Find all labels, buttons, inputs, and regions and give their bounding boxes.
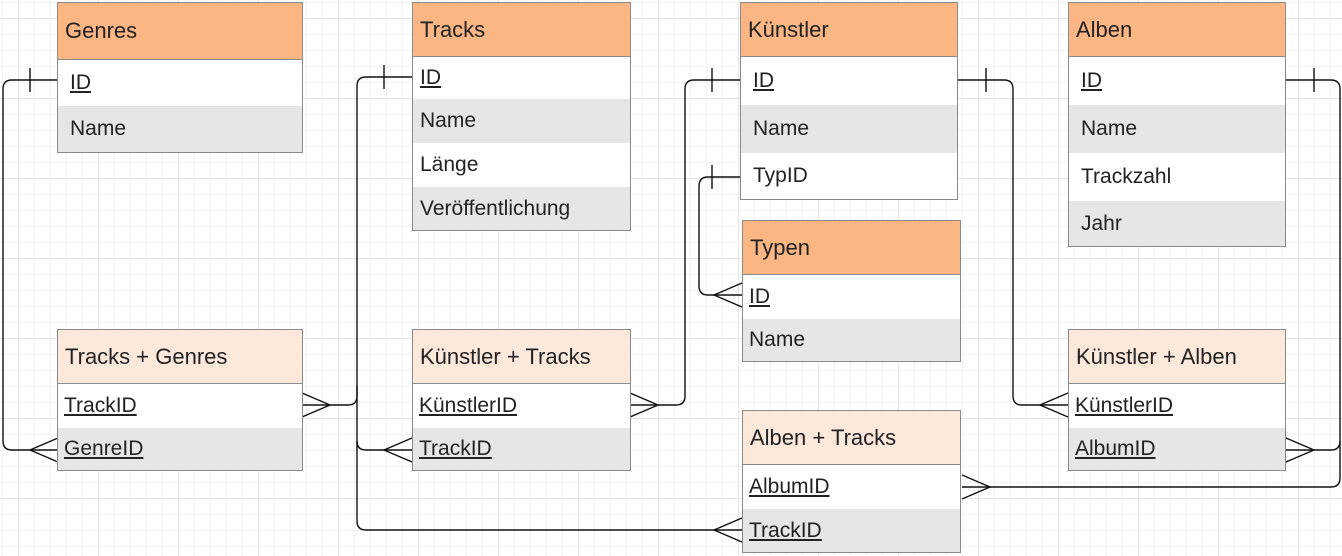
many-marker-typen-id (712, 282, 743, 308)
field-kuenstlerid: KünstlerID (1075, 394, 1174, 417)
many-marker-albentracks-trackid (712, 517, 743, 543)
field-kuenstlerid: KünstlerID (419, 394, 518, 417)
field-id: ID (749, 285, 770, 308)
many-marker-kuenstleralben-kuenstlerid (1038, 392, 1069, 418)
entity-title: Künstler + Alben (1069, 330, 1285, 384)
entity-kuenstler-tracks[interactable]: Künstler + Tracks KünstlerID TrackID (412, 329, 631, 471)
field-id: ID (753, 69, 774, 92)
field-id: ID (1081, 69, 1102, 92)
field-name: Name (1069, 105, 1285, 153)
many-marker-trackgenres-trackid (301, 392, 332, 418)
entity-title: Tracks + Genres (58, 330, 302, 384)
field-albumid: AlbumID (1069, 428, 1285, 470)
link-tracks-albentracks (356, 441, 742, 531)
field-trackid: TrackID (743, 509, 960, 552)
field-id: ID (420, 66, 441, 89)
field-veroeffentlichung: Veröffentlichung (413, 187, 630, 230)
many-marker-trackgenres-genreid (28, 437, 59, 463)
link-alben-kuenstleralben (1286, 79, 1341, 451)
link-kuenstler-kuenstleralben (958, 79, 1068, 406)
many-marker-albentracks-albumid (961, 474, 992, 500)
field-name: Name (741, 105, 957, 153)
entity-kuenstler[interactable]: Künstler ID Name TypID (740, 2, 958, 200)
field-id: ID (70, 71, 91, 94)
link-kuenstler-kuenstlertracks (630, 79, 740, 406)
entity-alben-tracks[interactable]: Alben + Tracks AlbumID TrackID (742, 410, 961, 553)
field-jahr: Jahr (1069, 201, 1285, 246)
field-trackzahl: Trackzahl (1081, 165, 1172, 188)
entity-title: Alben + Tracks (743, 411, 960, 465)
link-alben-albentracks (962, 441, 1341, 488)
entity-alben[interactable]: Alben ID Name Trackzahl Jahr (1068, 2, 1286, 247)
link-tracks-kuenstlertracks (356, 386, 412, 451)
entity-title: Künstler (741, 3, 957, 57)
field-trackid: TrackID (413, 428, 630, 470)
many-marker-kuenstleralben-albumid (1285, 437, 1316, 463)
field-laenge: Länge (420, 153, 479, 176)
entity-genres[interactable]: Genres ID Name (57, 2, 303, 153)
field-name: Name (58, 106, 302, 152)
field-genreid: GenreID (58, 428, 302, 470)
entity-title: Künstler + Tracks (413, 330, 630, 384)
many-marker-kuenstlertracks-trackid (382, 437, 413, 463)
entity-kuenstler-alben[interactable]: Künstler + Alben KünstlerID AlbumID (1068, 329, 1286, 471)
link-genres-trackgenres (2, 79, 58, 451)
field-name: Name (413, 99, 630, 143)
entity-tracks[interactable]: Tracks ID Name Länge Veröffentlichung (412, 2, 631, 231)
field-albumid: AlbumID (749, 475, 830, 498)
entity-title: Tracks (413, 3, 630, 57)
many-marker-kuenstlertracks-kuenstlerid (629, 392, 660, 418)
field-trackid: TrackID (64, 394, 137, 417)
entity-title: Alben (1069, 3, 1285, 57)
entity-typen[interactable]: Typen ID Name (742, 220, 961, 362)
link-tracks-trackgenres (302, 76, 412, 406)
entity-tracks-genres[interactable]: Tracks + Genres TrackID GenreID (57, 329, 303, 471)
link-kuenstler-typen (698, 176, 742, 296)
entity-title: Typen (743, 221, 960, 275)
field-name: Name (743, 319, 960, 361)
field-typid: TypID (753, 164, 808, 187)
entity-title: Genres (58, 3, 302, 60)
